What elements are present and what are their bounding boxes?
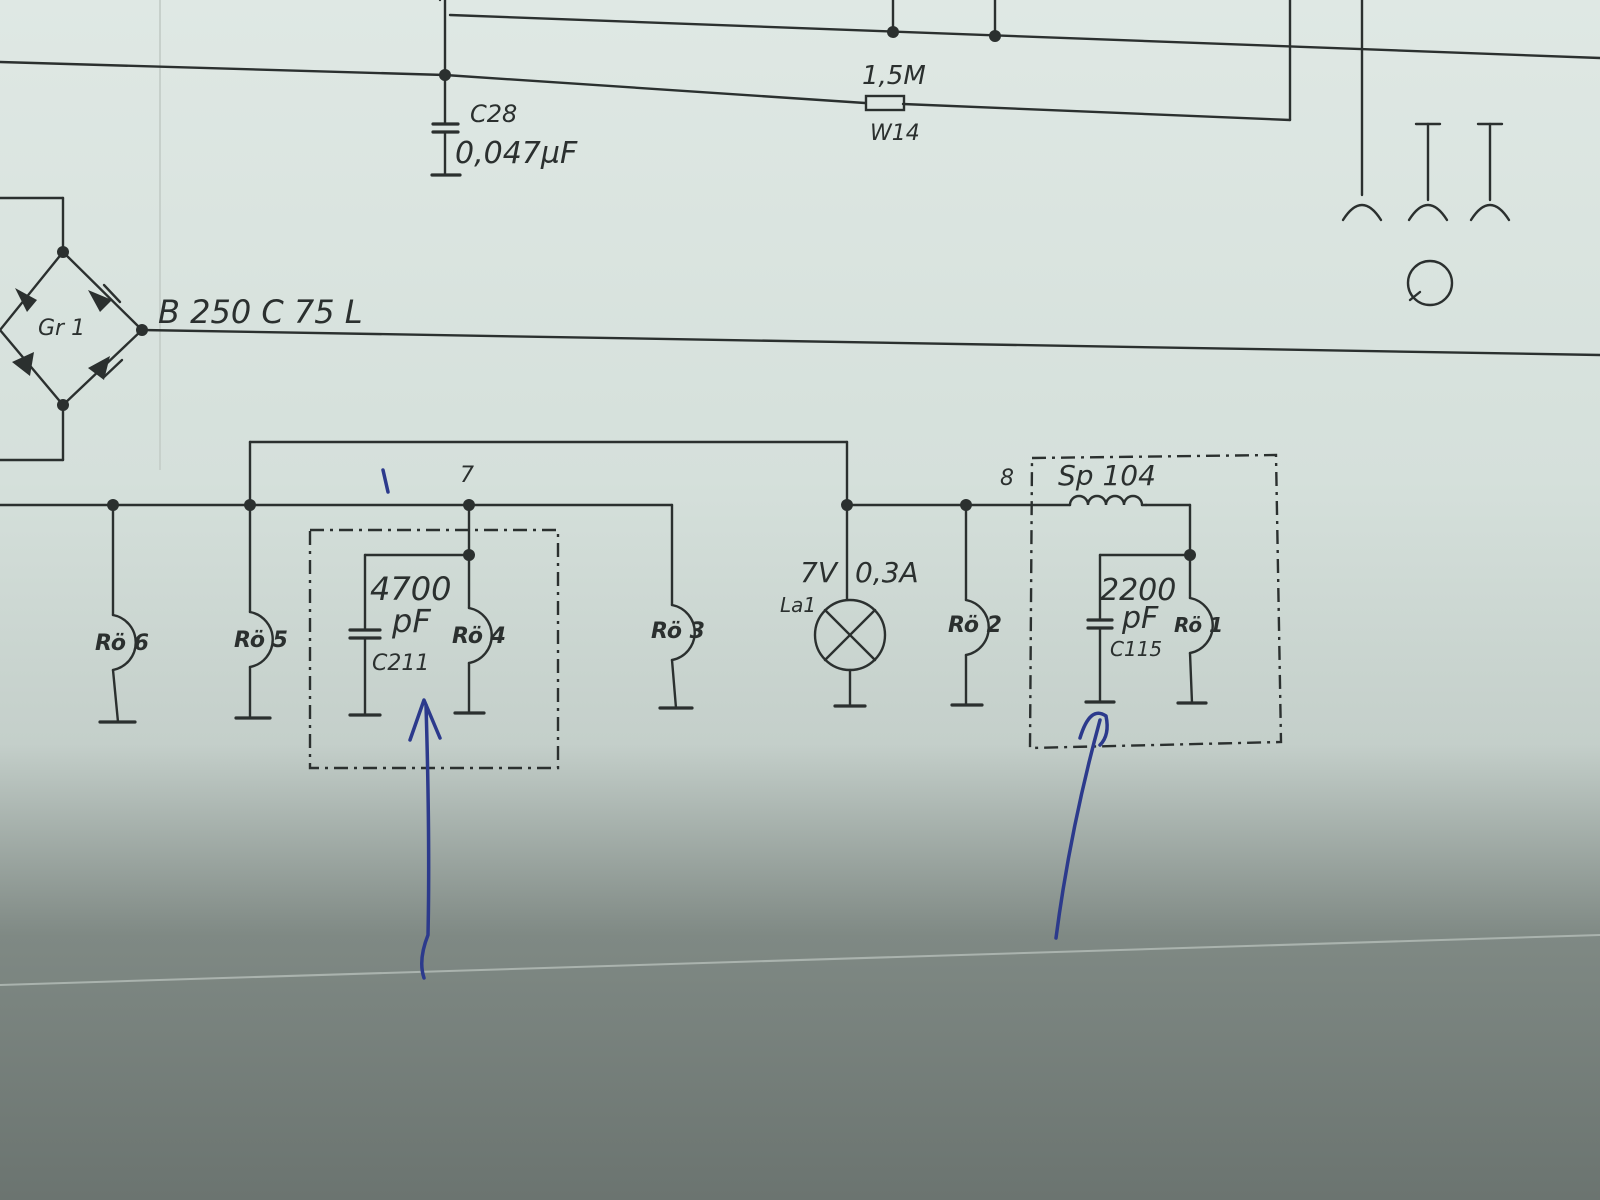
pen-tick-mark	[381, 468, 390, 494]
tube-filament-ro4	[453, 553, 493, 715]
c211-ref-label: C211	[372, 651, 429, 676]
c115-shield-box	[1028, 453, 1283, 750]
la1-current-label: 0,3A	[855, 556, 919, 589]
rectifier-type-label: B 250 C 75 L	[158, 293, 363, 331]
la1-voltage-label: 7V	[800, 556, 839, 589]
node-8-label: 8	[1000, 466, 1014, 491]
tube-filament-ro3	[658, 603, 696, 710]
resistor-w14	[864, 94, 906, 112]
capacitor-c115	[1084, 553, 1192, 704]
w14-value-label: 1,5M	[862, 61, 926, 91]
ro5-label: Rö 5	[234, 628, 288, 653]
c211-value-line2: pF	[391, 602, 431, 640]
junction-dot	[887, 26, 899, 38]
dc-output-wire	[140, 328, 1600, 357]
node-7-label: 7	[460, 463, 474, 488]
pilot-lamp-la1	[813, 503, 887, 708]
c28-value-label: 0,047µF	[455, 136, 578, 171]
capacitor-c211	[348, 503, 475, 717]
ro4-label: Rö 4	[452, 624, 506, 649]
tube-filament-ro6	[98, 503, 137, 724]
ro3-label: Rö 3	[651, 619, 705, 644]
paper-fold	[0, 934, 1600, 986]
la1-ref-label: La1	[780, 593, 816, 617]
pen-arrow-to-c115	[1054, 711, 1109, 940]
sp104-ref-label: Sp 104	[1058, 459, 1156, 492]
top-wiring	[0, 0, 1600, 197]
connector-sockets	[1341, 122, 1511, 307]
c115-value-line1: 2200	[1100, 573, 1176, 608]
c211-value-line1: 4700	[370, 570, 451, 608]
ro1-label: Rö 1	[1174, 613, 1223, 637]
tube-filament-ro5	[234, 503, 274, 720]
tube-filament-ro1	[1176, 553, 1214, 705]
c115-value-line2: pF	[1121, 601, 1159, 636]
capacitor-c28	[430, 73, 462, 177]
junction-dot	[989, 30, 1001, 42]
ro2-label: Rö 2	[948, 613, 1002, 638]
c115-ref-label: C115	[1110, 637, 1162, 661]
pen-arrow-to-c211	[408, 698, 442, 980]
w14-ref-label: W14	[870, 121, 920, 146]
filament-wiring	[0, 440, 1196, 607]
gr1-ref-label: Gr 1	[38, 316, 85, 341]
tube-filament-ro2	[950, 503, 990, 707]
c28-ref-label: C28	[470, 100, 517, 128]
ro6-label: Rö 6	[95, 631, 149, 656]
c211-shield-box	[308, 528, 560, 770]
choke-sp104	[1068, 494, 1148, 507]
